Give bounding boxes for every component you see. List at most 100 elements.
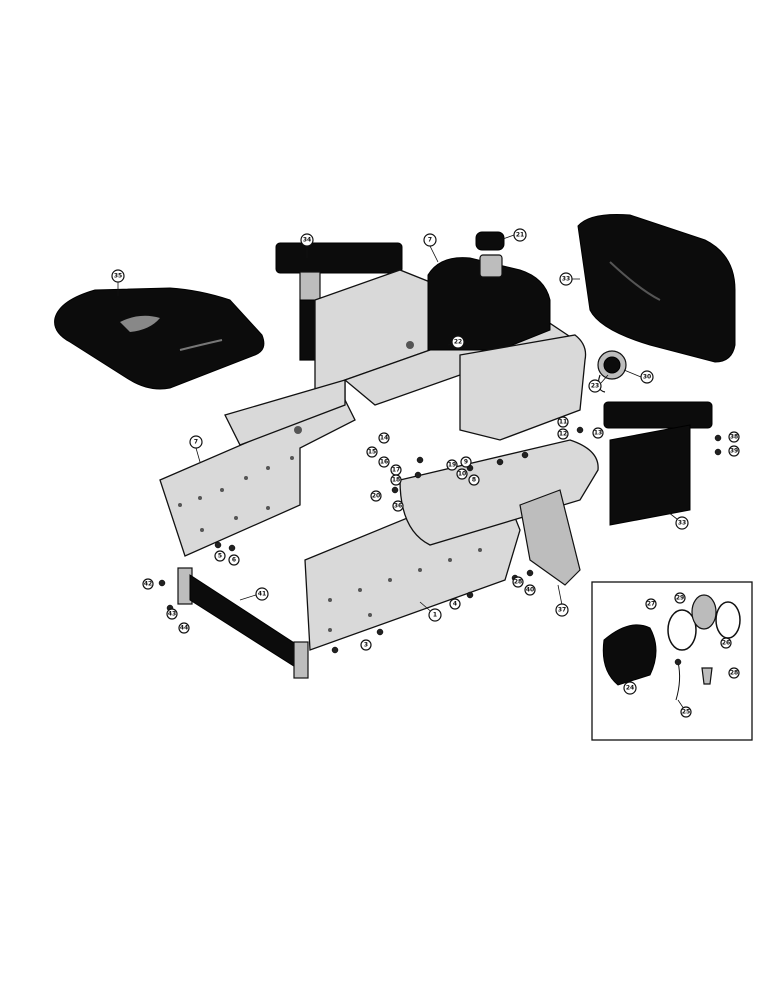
svg-text:21: 21 — [516, 232, 524, 239]
small-light-assembly — [597, 350, 627, 393]
callout-33[interactable]: 33 — [559, 272, 573, 286]
svg-text:34: 34 — [303, 237, 311, 244]
callout-21[interactable]: 21 — [513, 228, 527, 242]
svg-text:12: 12 — [559, 431, 567, 438]
svg-text:7: 7 — [194, 439, 198, 446]
svg-text:39: 39 — [730, 448, 738, 455]
svg-text:13: 13 — [594, 430, 602, 437]
svg-text:33: 33 — [678, 520, 686, 527]
callout-26[interactable]: 26 — [720, 637, 732, 649]
callout-1[interactable]: 1 — [428, 608, 442, 622]
svg-text:30: 30 — [643, 374, 651, 381]
callout-44[interactable]: 44 — [178, 622, 190, 634]
callout-33b[interactable]: 33 — [675, 516, 689, 530]
svg-text:22: 22 — [454, 339, 462, 346]
callout-37[interactable]: 37 — [555, 603, 569, 617]
callout-19[interactable]: 19 — [446, 459, 458, 471]
svg-text:25: 25 — [682, 709, 690, 716]
svg-text:10: 10 — [458, 471, 466, 478]
svg-text:17: 17 — [392, 467, 400, 474]
svg-text:3: 3 — [364, 642, 368, 649]
svg-text:38: 38 — [730, 434, 738, 441]
svg-text:28: 28 — [514, 579, 522, 586]
callout-15[interactable]: 15 — [366, 446, 378, 458]
callout-3[interactable]: 3 — [360, 639, 372, 651]
svg-text:9: 9 — [464, 459, 468, 466]
callout-29[interactable]: 29 — [674, 592, 686, 604]
svg-text:15: 15 — [368, 449, 376, 456]
svg-text:5: 5 — [218, 553, 222, 560]
callout-6[interactable]: 6 — [228, 554, 240, 566]
callout-30[interactable]: 30 — [640, 370, 654, 384]
left-fender-plate — [159, 379, 356, 557]
svg-text:42: 42 — [144, 581, 152, 588]
callout-38[interactable]: 38 — [728, 431, 740, 443]
right-armrest — [603, 401, 713, 526]
callout-24[interactable]: 24 — [623, 681, 637, 695]
callout-13[interactable]: 13 — [592, 427, 604, 439]
svg-text:16: 16 — [380, 459, 388, 466]
lower-bracket — [177, 567, 309, 679]
callout-36[interactable]: 36 — [392, 500, 404, 512]
callout-12[interactable]: 12 — [557, 428, 569, 440]
callout-14[interactable]: 14 — [378, 432, 390, 444]
callout-28[interactable]: 28 — [512, 576, 524, 588]
svg-text:18: 18 — [392, 477, 400, 484]
callout-16[interactable]: 16 — [378, 456, 390, 468]
callout-40[interactable]: 40 — [524, 584, 536, 596]
callout-35[interactable]: 35 — [111, 269, 125, 283]
svg-text:19: 19 — [448, 462, 456, 469]
front-fender-plate — [304, 439, 599, 651]
svg-text:40: 40 — [526, 587, 534, 594]
svg-text:6: 6 — [232, 557, 236, 564]
svg-text:23: 23 — [591, 383, 599, 390]
callout-34[interactable]: 34 — [300, 233, 314, 247]
callout-20[interactable]: 20 — [370, 490, 382, 502]
callout-7b[interactable]: 7 — [189, 435, 203, 449]
svg-text:28: 28 — [730, 670, 738, 677]
callout-42[interactable]: 42 — [142, 578, 154, 590]
svg-text:20: 20 — [372, 493, 380, 500]
callouts: 34 35 7 21 33 22 23 30 7 11 12 13 38 39 … — [111, 228, 740, 718]
callout-8[interactable]: 8 — [468, 474, 480, 486]
callout-5[interactable]: 5 — [214, 550, 226, 562]
svg-text:26: 26 — [722, 640, 730, 647]
svg-text:33: 33 — [562, 276, 570, 283]
callout-25[interactable]: 25 — [680, 706, 692, 718]
svg-text:14: 14 — [380, 435, 388, 442]
svg-text:36: 36 — [394, 503, 402, 510]
callout-7[interactable]: 7 — [423, 233, 437, 247]
svg-text:7: 7 — [428, 237, 432, 244]
svg-text:8: 8 — [472, 477, 476, 484]
callout-11[interactable]: 11 — [557, 416, 569, 428]
left-seat-cushion — [54, 287, 265, 390]
callout-27[interactable]: 27 — [645, 598, 657, 610]
svg-text:24: 24 — [626, 685, 634, 692]
svg-text:1: 1 — [433, 612, 437, 619]
callout-18[interactable]: 18 — [390, 474, 402, 486]
callout-39[interactable]: 39 — [728, 445, 740, 457]
hardware — [158, 426, 722, 654]
callout-23[interactable]: 23 — [588, 379, 602, 393]
callout-28b[interactable]: 28 — [728, 667, 740, 679]
callout-10[interactable]: 10 — [456, 468, 468, 480]
callout-17[interactable]: 17 — [390, 464, 402, 476]
svg-text:29: 29 — [676, 595, 684, 602]
svg-text:27: 27 — [647, 601, 655, 608]
callout-22[interactable]: 22 — [451, 335, 465, 349]
headlight-detail-inset — [591, 581, 753, 741]
fuel-tank — [427, 231, 587, 441]
svg-text:37: 37 — [558, 607, 566, 614]
svg-text:4: 4 — [453, 601, 457, 608]
svg-text:11: 11 — [559, 419, 567, 426]
svg-text:35: 35 — [114, 273, 122, 280]
svg-text:43: 43 — [168, 611, 176, 618]
callout-43[interactable]: 43 — [166, 608, 178, 620]
svg-text:41: 41 — [258, 591, 266, 598]
callout-9[interactable]: 9 — [460, 456, 472, 468]
right-seat-back — [577, 214, 736, 363]
callout-41[interactable]: 41 — [255, 587, 269, 601]
callout-4[interactable]: 4 — [449, 598, 461, 610]
svg-text:44: 44 — [180, 625, 188, 632]
